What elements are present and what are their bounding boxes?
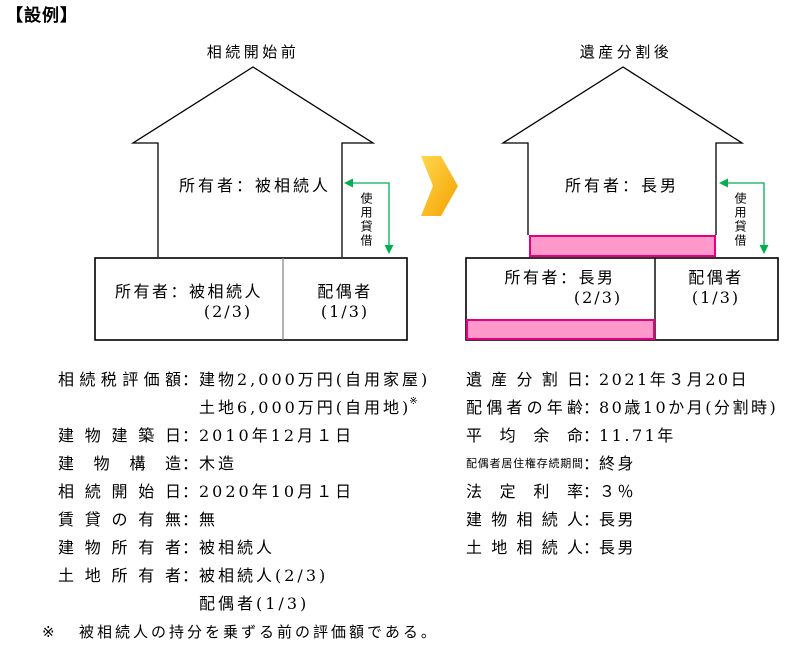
fact-separator: ： xyxy=(583,370,600,389)
fact-label: 遺産分割日 xyxy=(466,370,583,389)
after-building-owner: 所有者：長男 xyxy=(564,176,679,195)
before-building-owner: 所有者：被相続人 xyxy=(178,176,331,195)
fact-label: 相続開始日 xyxy=(58,482,181,501)
fact-separator: ： xyxy=(583,510,600,529)
before-land-left-owner: 所有者：被相続人 xyxy=(114,282,263,301)
fact-separator: ： xyxy=(181,566,198,585)
fact-label: 配偶者の年齢 xyxy=(466,398,583,417)
after-land-right-share: (1/3) xyxy=(691,288,741,307)
fact-separator: ： xyxy=(181,538,198,557)
before-land-box xyxy=(94,257,408,341)
fact-value: 80歳10か月(分割時) xyxy=(599,398,779,417)
footnote-mark: ※ xyxy=(42,623,58,641)
fact-row: 賃貸の有無 ： 無 xyxy=(58,506,458,534)
after-land-left-owner: 所有者：長男 xyxy=(504,268,616,287)
fact-row: 配偶者の年齢 ： 80歳10か月(分割時) xyxy=(466,394,788,422)
fact-label: 土地所有者 xyxy=(58,566,181,585)
fact-label: 相続税評価額 xyxy=(58,370,181,389)
after-land-right-owner: 配偶者 xyxy=(688,268,744,287)
fact-label: 賃貸の有無 xyxy=(58,510,181,529)
fact-separator: ： xyxy=(181,482,198,501)
fact-value: 11.71年 xyxy=(599,426,676,445)
fact-row: 建物建築日 ： 2010年12月１日 xyxy=(58,422,458,450)
fact-separator: ： xyxy=(181,426,198,445)
fact-value: 配偶者(1/3) xyxy=(199,594,310,613)
footnote-text: 被相続人の持分を乗ずる前の評価額である。 xyxy=(79,623,439,641)
before-lease-arrow-line xyxy=(352,182,390,245)
fact-separator: ： xyxy=(583,426,600,445)
fact-value: 被相続人 xyxy=(199,538,276,557)
fact-row: 遺産分割日 ： 2021年３月20日 xyxy=(466,366,788,394)
fact-value: 長男 xyxy=(599,538,637,557)
fact-value: 建物2,000万円(自用家屋) xyxy=(199,370,431,389)
after-building-highlight xyxy=(529,235,716,257)
fact-value: 木造 xyxy=(199,454,238,473)
after-lease-arrowhead-left-icon xyxy=(719,178,728,188)
fact-separator: ： xyxy=(583,398,600,417)
fact-value: 土地6,000万円(自用地) xyxy=(199,398,412,417)
after-land-left-share: (2/3) xyxy=(573,288,623,307)
fact-label: 土地相続人 xyxy=(466,538,583,557)
fact-value: 被相続人(2/3) xyxy=(199,566,329,585)
before-lease-label: 使用貸借 xyxy=(359,192,373,248)
after-lease-arrowhead-down-icon xyxy=(759,245,769,254)
fact-label: 建物建築日 xyxy=(58,426,181,445)
fact-row: 配偶者居住権存続期間 ： 終身 xyxy=(466,450,788,478)
fact-value: 終身 xyxy=(599,454,637,473)
after-lease-arrow-line xyxy=(727,182,765,245)
fact-separator: ： xyxy=(181,454,198,473)
facts-left-list: 相続税評価額 ： 建物2,000万円(自用家屋) 土地6,000万円(自用地) … xyxy=(58,366,458,618)
facts-right-list: 遺産分割日 ： 2021年３月20日 配偶者の年齢 ： 80歳10か月(分割時)… xyxy=(466,366,788,562)
fact-row: 土地所有者 ： 被相続人(2/3) xyxy=(58,562,458,590)
footnote-reference-mark: ※ xyxy=(409,396,418,407)
after-heading: 遺産分割後 xyxy=(579,43,673,61)
fact-label: 法定利率 xyxy=(466,482,583,501)
fact-label: 平均余命 xyxy=(466,426,583,445)
example-title: 【設例】 xyxy=(6,6,78,26)
fact-row: 相続税評価額 ： 建物2,000万円(自用家屋) xyxy=(58,366,458,394)
fact-row: 建物構造 ： 木造 xyxy=(58,450,458,478)
fact-separator: ： xyxy=(181,510,198,529)
fact-separator: ： xyxy=(583,482,600,501)
fact-value: 2020年10月１日 xyxy=(199,482,355,501)
fact-row: 平均余命 ： 11.71年 xyxy=(466,422,788,450)
transition-arrow-icon xyxy=(421,156,458,216)
fact-row: 相続開始日 ： 2020年10月１日 xyxy=(58,478,458,506)
before-house-outline xyxy=(130,66,376,257)
before-heading: 相続開始前 xyxy=(206,43,300,61)
before-land-left-share: (2/3) xyxy=(203,302,253,321)
fact-label: 建物所有者 xyxy=(58,538,181,557)
fact-row: 建物相続人 ： 長男 xyxy=(466,506,788,534)
before-land-right-share: (1/3) xyxy=(320,302,370,321)
fact-row: 建物所有者 ： 被相続人 xyxy=(58,534,458,562)
before-lease-arrowhead-left-icon xyxy=(344,178,353,188)
fact-value: 2021年３月20日 xyxy=(599,370,750,389)
after-land-highlight xyxy=(466,319,655,340)
fact-row: 法定利率 ： ３％ xyxy=(466,478,788,506)
after-house-outline xyxy=(500,66,745,235)
fact-value: ３％ xyxy=(599,482,637,501)
fact-label: 配偶者居住権存続期間 xyxy=(466,457,583,470)
fact-value: 2010年12月１日 xyxy=(199,426,355,445)
fact-value: 無 xyxy=(199,510,219,529)
fact-separator: ： xyxy=(583,538,600,557)
fact-separator: ： xyxy=(181,370,198,389)
fact-row: 土地相続人 ： 長男 xyxy=(466,534,788,562)
fact-value: 長男 xyxy=(599,510,637,529)
fact-row: 土地6,000万円(自用地) ※ xyxy=(58,394,458,422)
after-lease-label: 使用貸借 xyxy=(733,192,747,248)
fact-row: 配偶者(1/3) xyxy=(58,590,458,618)
fact-separator: ： xyxy=(583,454,600,473)
before-lease-arrowhead-down-icon xyxy=(384,245,394,254)
before-land-right-owner: 配偶者 xyxy=(317,282,373,301)
fact-label: 建物構造 xyxy=(58,454,181,473)
fact-label: 建物相続人 xyxy=(466,510,583,529)
